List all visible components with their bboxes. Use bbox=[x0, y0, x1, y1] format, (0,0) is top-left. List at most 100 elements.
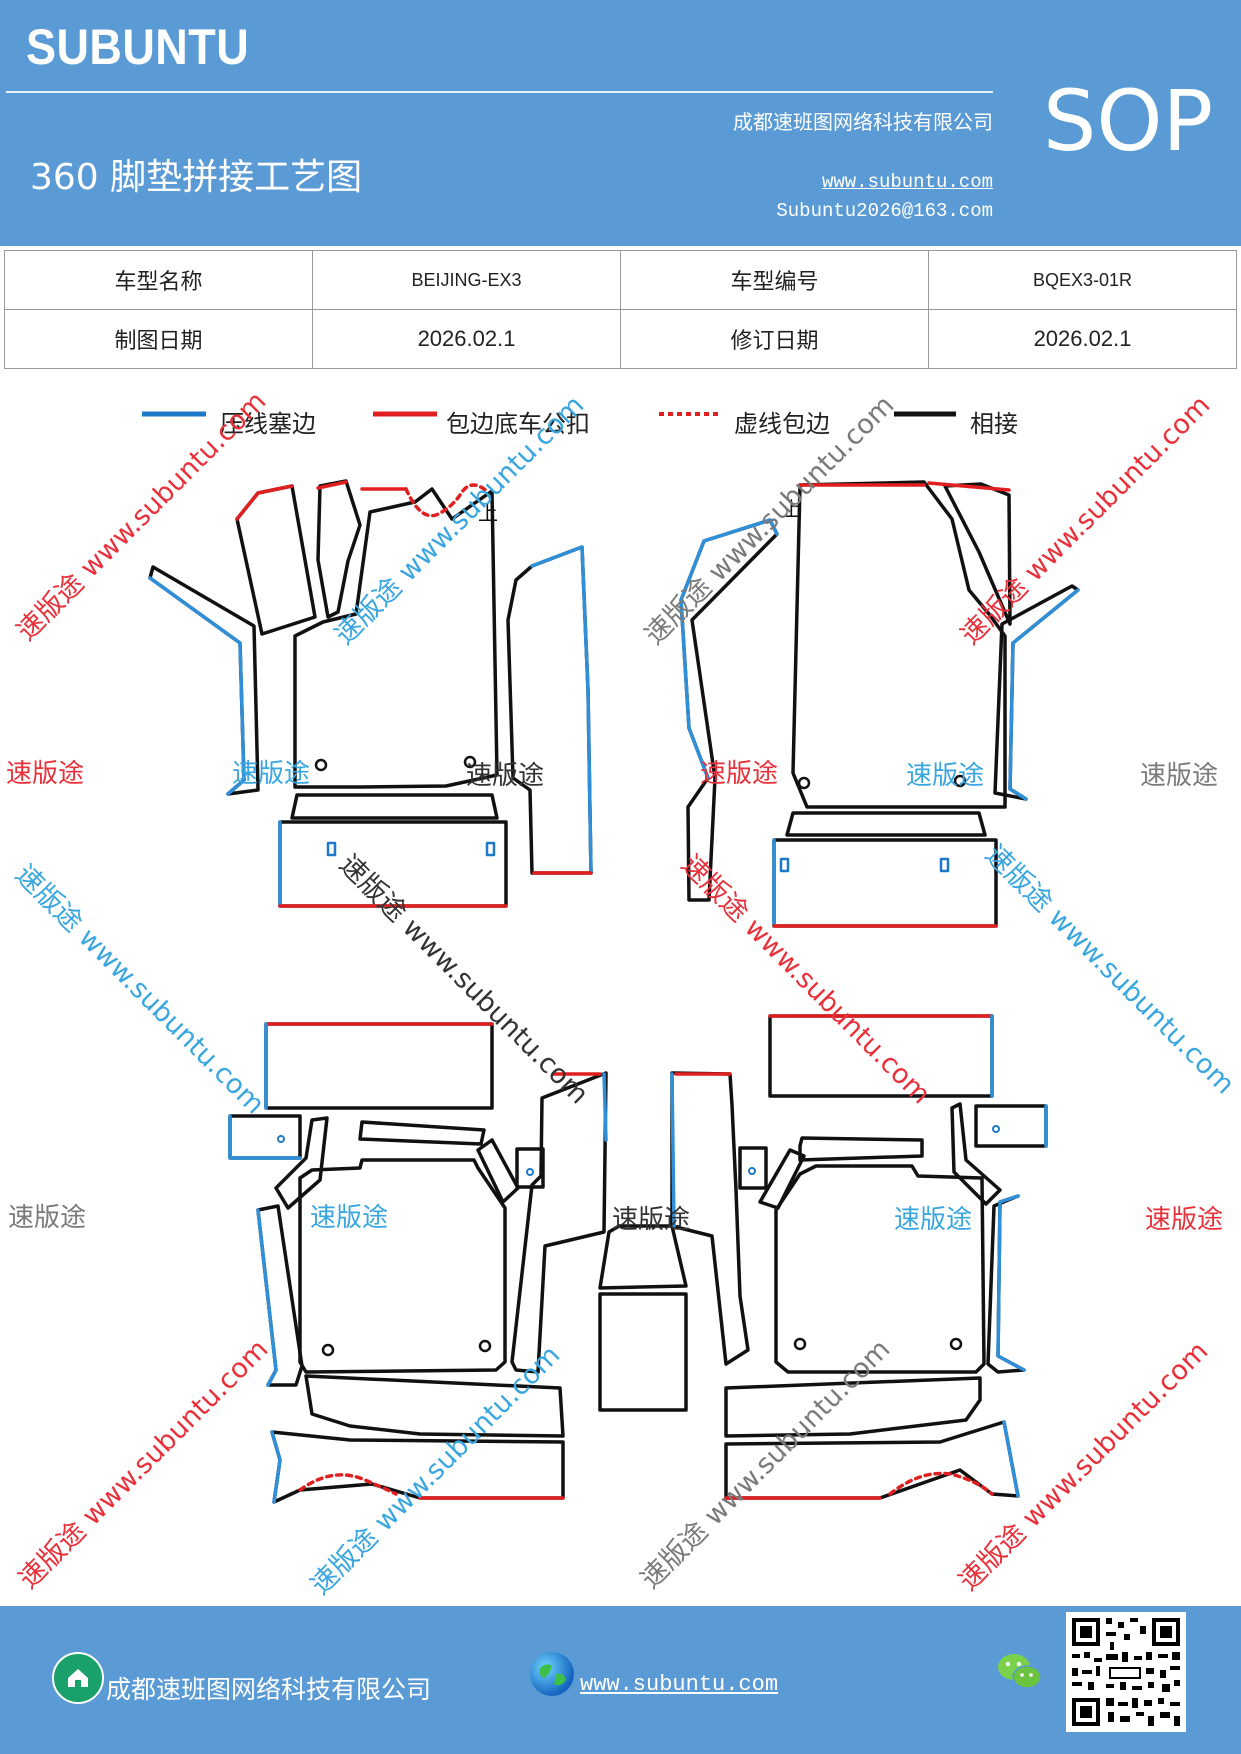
anchor-hole bbox=[949, 1337, 963, 1351]
watermark-combined: 速版途 www.subuntu.com bbox=[9, 859, 270, 1120]
watermark-text: 速版途 bbox=[1145, 1205, 1223, 1235]
watermark-text: 速版途 bbox=[232, 759, 310, 789]
watermark-text: 速版途 bbox=[8, 1203, 86, 1233]
globe-icon bbox=[530, 1652, 574, 1696]
watermark-text: 速版途 bbox=[700, 759, 778, 789]
watermark-text: 速版途 bbox=[466, 761, 544, 791]
legend-lines bbox=[142, 411, 956, 417]
center-console-group bbox=[598, 1071, 750, 1412]
rear-right-outer-strip bbox=[986, 1194, 1026, 1374]
front-left-strip-b-red bbox=[316, 480, 348, 490]
website-link[interactable]: www.subuntu.com bbox=[821, 171, 993, 193]
watermark-combined: 速版途 www.subuntu.com bbox=[11, 386, 272, 647]
up-label: 上 bbox=[478, 501, 498, 525]
front-left-mat-dashed-edge bbox=[404, 483, 490, 518]
company-name: 成都速班图网络科技有限公司 bbox=[733, 110, 993, 134]
front-left-heel-strip bbox=[290, 793, 499, 820]
anchor-hole bbox=[526, 1168, 534, 1176]
front-right-door-strip-blue bbox=[679, 518, 779, 780]
info-table: 车型名称 BEIJING-EX3 车型编号 BQEX3-01R 制图日期 202… bbox=[4, 250, 1237, 369]
revision-date-label: 修订日期 bbox=[620, 309, 929, 369]
footer-website[interactable]: www.subuntu.com bbox=[580, 1672, 779, 1697]
front-left-strip-a bbox=[235, 484, 317, 636]
watermark-combined: 速版途 www.subuntu.com bbox=[955, 390, 1216, 651]
legend-blue-label: 压线塞边 bbox=[220, 410, 316, 438]
rear-right-clip-box bbox=[738, 1146, 768, 1190]
legend-red-label: 包边底车公扣 bbox=[446, 410, 590, 438]
watermark-layer: 速版途 速版途 速版途 速版途 速版途 速版途 速版途 速版途 速版途 速版途 … bbox=[6, 759, 1223, 1235]
page-title: 360 脚垫拼接工艺图 bbox=[30, 157, 363, 198]
anchor-hole bbox=[314, 758, 328, 772]
revision-date-value: 2026.02.1 bbox=[928, 309, 1237, 369]
watermark-text: 速版途 bbox=[612, 1205, 690, 1235]
watermark-combined: 速版途 www.subuntu.com bbox=[639, 390, 900, 651]
table-row: 车型名称 BEIJING-EX3 车型编号 BQEX3-01R bbox=[4, 250, 1237, 310]
rear-left-small-box bbox=[228, 1114, 302, 1160]
clip-slot bbox=[939, 857, 950, 873]
front-right-strip-red bbox=[927, 481, 1011, 492]
sop-label: SOP bbox=[1043, 72, 1214, 170]
front-left-strip-b bbox=[316, 479, 362, 619]
front-right-heel-strip bbox=[785, 811, 987, 837]
rear-left-bottom-b-dashed bbox=[298, 1473, 398, 1496]
watermark-combined: 速版途 www.subuntu.com bbox=[333, 849, 594, 1110]
clip-slot bbox=[326, 841, 337, 857]
watermark-text: 速版途 bbox=[906, 761, 984, 791]
globe-icon bbox=[539, 1664, 566, 1686]
legend-black-label: 相接 bbox=[970, 410, 1018, 438]
rear-right-bottom-b-blue bbox=[1002, 1420, 1020, 1498]
front-right-arm-blue bbox=[1008, 588, 1080, 801]
rear-left-outer-strip-blue bbox=[256, 1208, 278, 1387]
home-icon bbox=[68, 1669, 88, 1687]
qr-code-graphic bbox=[1066, 1612, 1186, 1732]
rear-right-bottom-a bbox=[724, 1376, 982, 1438]
watermark-diagonal-down-layer: 速版途 www.subuntu.com 速版途 www.subuntu.com … bbox=[9, 839, 1240, 1120]
rear-right-bottom-b-dashed bbox=[888, 1471, 994, 1496]
model-name-value: BEIJING-EX3 bbox=[312, 250, 621, 310]
wechat-icon bbox=[996, 1650, 1044, 1694]
front-left-strip-a-red bbox=[235, 484, 294, 521]
anchor-hole bbox=[953, 774, 967, 788]
center-tunnel-strip bbox=[670, 1071, 750, 1366]
clip-slot bbox=[485, 841, 496, 857]
center-tunnel-strip-blue bbox=[670, 1072, 676, 1228]
watermark-text: 速版途 bbox=[894, 1205, 972, 1235]
watermark-combined: 速版途 www.subuntu.com bbox=[635, 1334, 896, 1595]
model-code-label: 车型编号 bbox=[620, 250, 929, 310]
front-left-arm-blue bbox=[148, 576, 246, 796]
watermark-combined: 速版途 www.subuntu.com bbox=[13, 1334, 274, 1595]
watermark-combined: 速版途 www.subuntu.com bbox=[675, 849, 936, 1110]
qr-code bbox=[1066, 1612, 1186, 1732]
drawing-date-label: 制图日期 bbox=[4, 309, 313, 369]
watermark-combined: 速版途 www.subuntu.com bbox=[953, 1336, 1214, 1597]
rear-left-right-arm bbox=[476, 1138, 520, 1204]
model-name-label: 车型名称 bbox=[4, 250, 313, 310]
up-label: 上 bbox=[782, 497, 802, 521]
anchor-hole bbox=[748, 1167, 756, 1175]
anchor-hole bbox=[478, 1339, 492, 1353]
rear-right-center-bar bbox=[798, 1136, 924, 1162]
rear-left-center-bar bbox=[358, 1120, 486, 1146]
rear-right-mat-group bbox=[724, 1014, 1048, 1500]
front-left-mat bbox=[293, 487, 499, 789]
front-right-mat-group bbox=[679, 480, 1080, 928]
front-left-mat-group bbox=[148, 479, 593, 908]
anchor-hole bbox=[797, 776, 811, 790]
watermark-text: 速版途 bbox=[310, 1203, 388, 1233]
rear-right-small-box bbox=[974, 1104, 1048, 1148]
front-left-door-strip-blue bbox=[530, 545, 593, 875]
brand-logo: SUBUNTU bbox=[26, 19, 250, 75]
model-code-value: BQEX3-01R bbox=[928, 250, 1237, 310]
watermark-text: 速版途 bbox=[6, 759, 84, 789]
rear-right-left-arm bbox=[758, 1148, 806, 1210]
center-console-top bbox=[598, 1224, 688, 1290]
rear-left-top-panel bbox=[264, 1022, 494, 1110]
home-icon bbox=[52, 1652, 104, 1704]
header-divider bbox=[6, 91, 993, 93]
anchor-hole bbox=[992, 1125, 1000, 1133]
rear-left-small-box-blue bbox=[228, 1114, 302, 1160]
drawing-date-value: 2026.02.1 bbox=[312, 309, 621, 369]
rear-left-tunnel-strip bbox=[510, 1071, 608, 1374]
watermark-diagonal-layer: 速版途 www.subuntu.com 速版途 www.subuntu.com … bbox=[11, 386, 1216, 1601]
anchor-hole bbox=[277, 1135, 285, 1143]
